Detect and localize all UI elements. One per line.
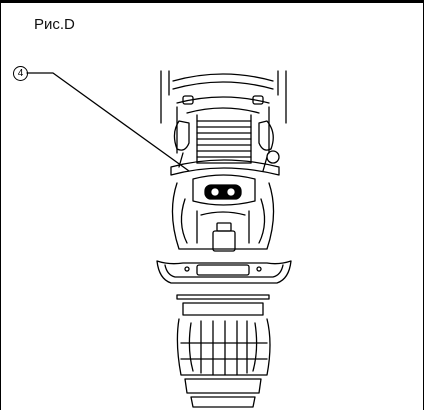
callout-leader-line	[26, 72, 190, 172]
motor-ribs	[196, 114, 252, 164]
figure-label: Рис.D	[34, 16, 75, 33]
trigger	[212, 222, 236, 252]
callout-number-4: 4	[13, 66, 28, 81]
battery-pack	[176, 294, 271, 408]
grip-body	[171, 182, 275, 250]
side-clips	[173, 120, 280, 172]
upper-housing	[160, 70, 287, 154]
drill-illustration	[26, 70, 292, 408]
direction-switch	[192, 174, 256, 206]
base-bracket	[156, 260, 292, 284]
belt-band	[170, 159, 280, 176]
